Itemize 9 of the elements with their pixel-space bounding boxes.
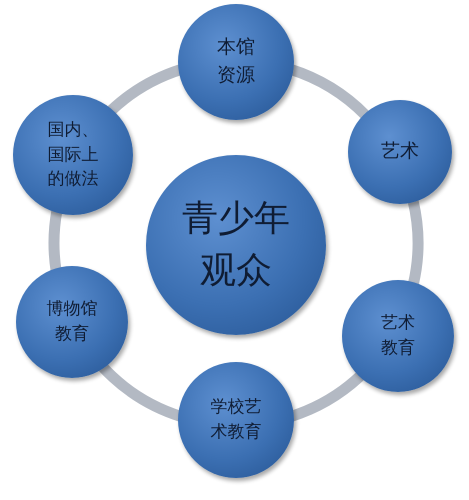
node-label: 青少年观众 (181, 196, 291, 293)
ring-connector (48, 209, 62, 272)
ring-connector (408, 200, 424, 286)
node-label: 艺术 (380, 139, 420, 164)
node-label: 国内、国际上的做法 (46, 119, 100, 192)
node-label: 艺术教育 (380, 312, 416, 360)
node-label: 博物馆教育 (46, 298, 98, 346)
node-label: 学校艺术教育 (210, 396, 262, 444)
node-label: 本馆资源 (216, 35, 256, 88)
